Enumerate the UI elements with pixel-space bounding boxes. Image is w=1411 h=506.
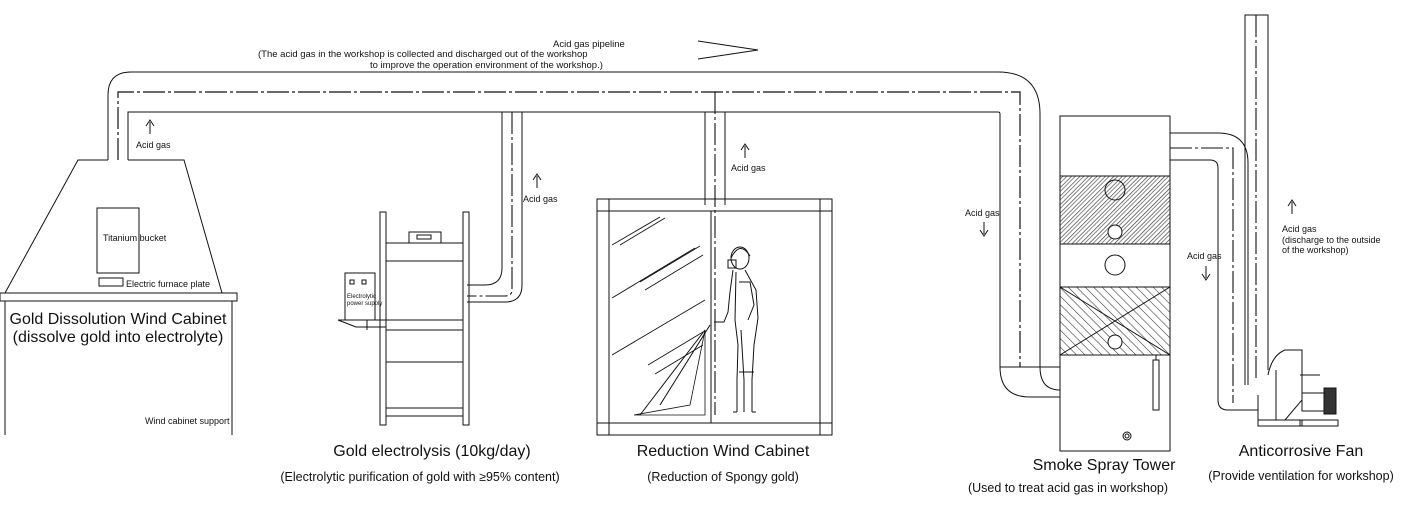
pipeline-title: Acid gas pipeline — [553, 39, 625, 50]
acid-gas-label: Acid gas — [965, 208, 1000, 218]
fan-subtitle: (Provide ventilation for workshop) — [1208, 469, 1394, 483]
flow-arrow-icon — [145, 119, 155, 134]
flow-arrow-icon — [979, 222, 989, 237]
power-supply-label-line2: power supply — [347, 301, 383, 307]
flow-arrow-icon — [532, 173, 542, 188]
titanium-bucket-label: Titanium bucket — [103, 233, 167, 243]
spray-tower-title: Smoke Spray Tower — [1032, 457, 1176, 474]
acid-gas-label: Acid gas — [731, 163, 766, 173]
spray-tower-subtitle: (Used to treat acid gas in workshop) — [967, 481, 1169, 495]
electric-furnace-label: Electric furnace plate — [126, 279, 211, 289]
pipeline-note-line2: to improve the operation environment of … — [370, 60, 603, 71]
discharge-note-line2: of the workshop) — [1282, 245, 1349, 255]
dissolution-cabinet — [0, 159, 238, 435]
acid-gas-label: Acid gas — [1187, 251, 1222, 261]
flow-arrow-icon — [740, 143, 750, 158]
operator-figure-icon — [714, 246, 759, 413]
reduction-cabinet — [596, 198, 833, 436]
flow-arrow-icon — [697, 40, 759, 60]
electrolysis-title: Gold electrolysis (10kg/day) — [333, 443, 531, 460]
branch-pipe-reduction — [704, 92, 726, 415]
reduction-cabinet-title: Reduction Wind Cabinet — [636, 443, 810, 460]
electrolysis-rack — [337, 211, 470, 426]
branch-pipe-electrolysis — [467, 112, 523, 303]
dissolution-cabinet-title: Gold Dissolution Wind Cabinet — [9, 311, 227, 328]
reduction-cabinet-subtitle: (Reduction of Spongy gold) — [647, 470, 799, 484]
discharge-note-line1: (discharge to the outside — [1282, 235, 1381, 245]
fan-title: Anticorrosive Fan — [1238, 443, 1364, 460]
pipeline-note-line1: (The acid gas in the workshop is collect… — [258, 49, 588, 60]
acid-gas-pipeline — [107, 71, 1061, 398]
spray-tower — [1059, 115, 1171, 452]
flow-arrow-icon — [1201, 266, 1211, 281]
electrolysis-subtitle: (Electrolytic purification of gold with … — [280, 470, 560, 484]
acid-gas-label: Acid gas — [1282, 224, 1317, 234]
acid-gas-label: Acid gas — [136, 140, 171, 150]
anticorrosive-fan — [1244, 14, 1339, 427]
flow-arrow-icon — [1287, 199, 1297, 214]
tower-to-fan-duct — [1170, 132, 1258, 411]
power-supply-label-line1: Electrolytic — [347, 294, 377, 300]
dissolution-cabinet-subtitle: (dissolve gold into electrolyte) — [12, 329, 224, 346]
wind-cabinet-support-label: Wind cabinet support — [145, 416, 230, 426]
acid-gas-label: Acid gas — [523, 194, 558, 204]
